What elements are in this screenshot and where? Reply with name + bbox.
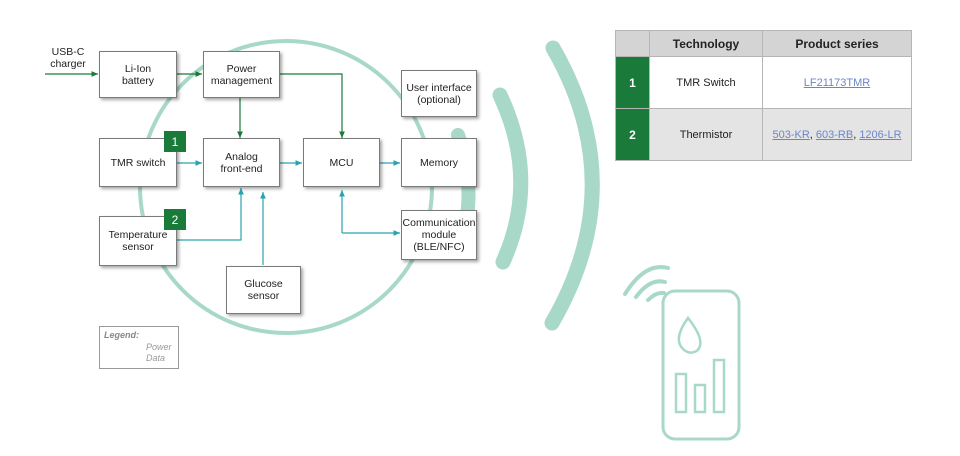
smartphone-icon	[623, 265, 741, 441]
table-header-technology: Technology	[649, 30, 763, 57]
product-link[interactable]: 503-KR	[772, 128, 810, 141]
products-cell: 503-KR, 603-RB, 1206-LR	[762, 108, 912, 161]
legend: Legend: Power Data	[99, 326, 179, 369]
products-cell: LF21173TMR	[762, 56, 912, 109]
legend-power-label: Power	[146, 342, 172, 352]
legend-title: Legend:	[104, 330, 139, 340]
technology-cell: TMR Switch	[649, 56, 763, 109]
temperature-sensor-badge: 2	[164, 209, 186, 230]
technology-cell: Thermistor	[649, 108, 763, 161]
communication-module-block: Communication module (BLE/NFC)	[401, 210, 477, 260]
power-management-block: Power management	[203, 51, 280, 98]
memory-block: Memory	[401, 138, 477, 187]
table-header-row: Technology Product series	[615, 30, 912, 57]
tmr-switch-badge: 1	[164, 131, 186, 152]
wireless-wave-medium	[492, 87, 529, 270]
li-ion-battery-block: Li-Ion battery	[99, 51, 177, 98]
row-number: 2	[615, 108, 650, 161]
product-link[interactable]: LF21173TMR	[803, 76, 871, 89]
table-row: 2 Thermistor 503-KR, 603-RB, 1206-LR	[615, 108, 912, 161]
device-outline-circle	[138, 39, 434, 335]
product-link[interactable]: 603-RB	[815, 128, 854, 141]
glucose-sensor-block: Glucose sensor	[226, 266, 301, 314]
row-number: 1	[615, 56, 650, 109]
usb-c-charger-label: USB-C charger	[50, 46, 86, 70]
wireless-wave-large	[544, 40, 600, 331]
table-row: 1 TMR Switch LF21173TMR	[615, 56, 912, 109]
table-header-products: Product series	[762, 30, 912, 57]
table-header-num	[615, 30, 650, 57]
legend-data-label: Data	[146, 353, 166, 363]
mcu-block: MCU	[303, 138, 380, 187]
product-link[interactable]: 1206-LR	[859, 128, 902, 141]
analog-front-end-block: Analog front-end	[203, 138, 280, 187]
product-table: Technology Product series 1 TMR Switch L…	[615, 30, 912, 161]
user-interface-block: User interface (optional)	[401, 70, 477, 117]
